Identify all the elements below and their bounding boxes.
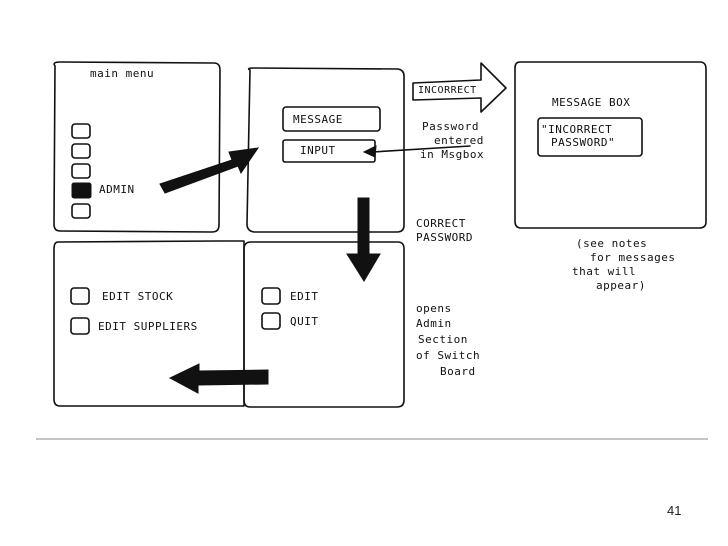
menu-checkbox-5 xyxy=(71,203,91,219)
edit-label: EDIT xyxy=(290,290,319,303)
menu-checkbox-2 xyxy=(71,143,91,159)
opens-note-line4: of Switch xyxy=(416,349,481,362)
edit-checkbox xyxy=(261,287,281,305)
password-note-line3: in Msgbox xyxy=(420,148,485,161)
notes-note-line2: for messages xyxy=(590,251,676,264)
correct-note-line2: PASSWORD xyxy=(416,231,473,244)
menu-checkbox-1 xyxy=(71,123,91,139)
menu-checkbox-3 xyxy=(71,163,91,179)
arrow-menu-to-login xyxy=(159,147,260,194)
opens-note-line1: opens xyxy=(416,302,452,315)
notes-note-line3: that will xyxy=(572,265,637,278)
correct-note-line1: CORRECT xyxy=(416,217,466,230)
input-field-label: INPUT xyxy=(300,144,336,157)
password-note-line1: Password xyxy=(422,120,479,133)
arrow-to-admin-section xyxy=(168,363,269,394)
quit-label: QUIT xyxy=(290,315,319,328)
arrow-login-down xyxy=(346,197,381,282)
quit-checkbox xyxy=(261,312,281,330)
message-box-text-line1: "INCORRECT xyxy=(541,123,613,136)
admin-label: ADMIN xyxy=(99,183,135,196)
incorrect-label: INCORRECT xyxy=(418,85,477,96)
message-button-outline xyxy=(282,106,381,132)
message-box-text-line2: PASSWORD" xyxy=(551,136,616,149)
pointer-line xyxy=(371,145,471,153)
message-box-title: MESSAGE BOX xyxy=(552,96,631,109)
password-note-line2: entered xyxy=(434,134,484,147)
admin-section-panel xyxy=(53,240,245,407)
message-box-panel xyxy=(514,61,707,229)
edit-panel xyxy=(243,241,405,408)
edit-stock-label: EDIT STOCK xyxy=(102,290,174,303)
login-panel xyxy=(246,67,405,233)
notes-note-line1: (see notes xyxy=(576,237,648,250)
opens-note-line2: Admin xyxy=(416,317,452,330)
page-number: 41 xyxy=(667,503,682,518)
edit-suppliers-label: EDIT SUPPLIERS xyxy=(98,320,198,333)
main-menu-title: main menu xyxy=(90,67,155,80)
edit-suppliers-checkbox xyxy=(70,317,90,335)
message-button-label: MESSAGE xyxy=(293,113,343,126)
edit-stock-checkbox xyxy=(70,287,90,305)
opens-note-line3: Section xyxy=(418,333,468,346)
admin-checkbox-filled xyxy=(71,182,92,199)
incorrect-arrow xyxy=(412,62,507,113)
pointer-arrowhead xyxy=(362,145,377,158)
notes-note-line4: appear) xyxy=(596,279,646,292)
opens-note-line5: Board xyxy=(440,365,476,378)
message-box-inner xyxy=(537,117,643,157)
main-menu-panel xyxy=(53,61,221,233)
